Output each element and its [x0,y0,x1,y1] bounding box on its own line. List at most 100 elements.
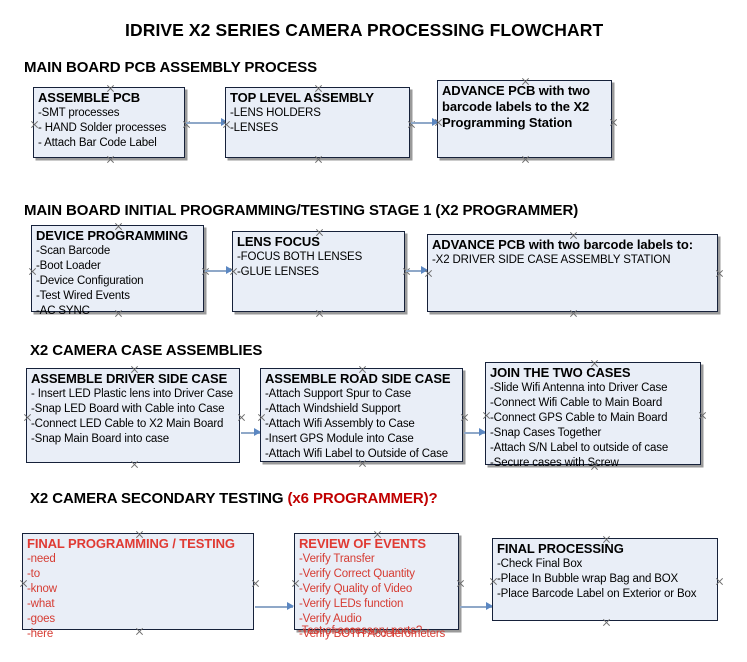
section-heading-text: X2 CAMERA CASE ASSEMBLIES [30,342,263,359]
resize-handle-bottom[interactable] [130,460,139,469]
node-assemble-pcb[interactable]: ASSEMBLE PCB -SMT processes - HAND Solde… [33,87,185,158]
node-title: DEVICE PROGRAMMING [36,228,189,243]
node-line: -Place In Bubble wrap Bag and BOX [497,573,679,585]
resize-handle-right[interactable] [609,118,618,127]
node-advance-pcb-x2-programming-station[interactable]: ADVANCE PCB with two barcode labels to t… [437,80,612,158]
node-line: -here [27,628,54,640]
resize-handle-right[interactable] [456,579,465,588]
node-line: -Device Configuration [36,275,144,287]
connector-assemble-pcb-to-top-level[interactable] [186,122,224,124]
node-assemble-driver-side-case[interactable]: ASSEMBLE DRIVER SIDE CASE - Insert LED P… [26,368,240,463]
node-advance-pcb-driver-side-case[interactable]: ADVANCE PCB with two barcode labels to: … [427,234,718,312]
node-line: -to [27,568,40,580]
connector-lens-focus-to-advance-pcb[interactable] [406,270,428,272]
node-body: ASSEMBLE ROAD SIDE CASE -Attach Support … [265,371,460,462]
resize-handle-bottom[interactable] [314,155,323,164]
node-line: -X2 DRIVER SIDE CASE ASSEMBLY STATION [432,254,671,266]
resize-handle-bottom[interactable] [602,618,611,627]
node-body: DEVICE PROGRAMMING -Scan Barcode -Boot L… [36,228,201,319]
node-line: -Verify LEDs function [299,598,404,610]
resize-handle-right[interactable] [182,120,191,129]
node-line: -know [27,583,57,595]
node-body: FINAL PROCESSING -Check Final Box -Place… [497,541,715,602]
node-title: ASSEMBLE ROAD SIDE CASE [265,371,451,386]
node-review-of-events[interactable]: REVIEW OF EVENTS -Verify Transfer -Verif… [294,533,459,640]
node-title: ASSEMBLE DRIVER SIDE CASE [31,371,228,386]
node-line: -Verify Audio [299,613,362,625]
connector-top-level-to-advance-pcb[interactable] [411,122,438,124]
resize-handle-bottom[interactable] [315,309,324,318]
node-line: -what [27,598,55,610]
section-heading-main-board-initial-programming: MAIN BOARD INITIAL PROGRAMMING/TESTING S… [24,202,578,219]
node-line: -goes [27,613,56,625]
node-line: - HAND Solder processes [38,122,167,134]
node-body: REVIEW OF EVENTS -Verify Transfer -Verif… [299,536,456,642]
node-line: -Slide Wifi Antenna into Driver Case [490,382,668,394]
node-title: FINAL PROCESSING [497,541,624,556]
resize-handle-bottom[interactable] [106,155,115,164]
node-lens-focus[interactable]: LENS FOCUS -FOCUS BOTH LENSES -GLUE LENS… [232,231,405,312]
node-assemble-road-side-case[interactable]: ASSEMBLE ROAD SIDE CASE -Attach Support … [260,368,463,462]
node-line: -Snap LED Board with Cable into Case [31,403,225,415]
section-heading-x2-camera-secondary-testing: X2 CAMERA SECONDARY TESTING (x6 PROGRAMM… [30,490,438,507]
arrowhead-icon [226,266,233,274]
node-line: -GLUE LENSES [237,266,319,278]
node-join-the-two-cases[interactable]: JOIN THE TWO CASES -Slide Wifi Antenna i… [485,362,701,469]
connector-final-programming-to-review-events[interactable] [255,606,293,608]
arrowhead-icon [479,428,486,436]
node-line: -Attach Wifi Assembly to Case [265,418,415,430]
connector-device-programming-to-lens-focus[interactable] [205,270,231,272]
node-final-programming-testing[interactable]: FINAL PROGRAMMING / TESTING -need -to -k… [22,533,254,640]
node-line: -Verify Transfer [299,553,375,565]
arrowhead-icon [221,118,228,126]
node-title: ADVANCE PCB with two barcode labels to t… [442,83,590,130]
resize-handle-bottom[interactable] [521,155,530,164]
connector-road-side-to-join-cases[interactable] [464,432,486,434]
resize-handle-bottom[interactable] [569,309,578,318]
node-line: -Place Barcode Label on Exterior or Box [497,588,697,600]
node-line: -Scan Barcode [36,245,111,257]
node-body: TOP LEVEL ASSEMBLY -LENS HOLDERS -LENSES [230,90,407,136]
node-title: LENS FOCUS [237,234,320,249]
connector-review-events-to-final-processing[interactable] [460,606,492,608]
node-line: -Test Wired Events [36,290,130,302]
arrowhead-icon [432,118,439,126]
node-line: -need [27,553,56,565]
node-overflow-line-review-of-events: -Test of accessory ports? [298,625,423,637]
section-heading-x2-camera-case-assemblies: X2 CAMERA CASE ASSEMBLIES [30,342,262,359]
node-final-processing[interactable]: FINAL PROCESSING -Check Final Box -Place… [492,538,718,621]
node-title: ADVANCE PCB with two barcode labels to: [432,237,693,252]
resize-handle-right[interactable] [715,269,724,278]
section-heading-accent-text: (x6 PROGRAMMER)? [287,490,438,507]
node-line: - Insert LED Plastic lens into Driver Ca… [31,388,234,400]
section-heading-main-board-pcb-assembly: MAIN BOARD PCB ASSEMBLY PROCESS [24,59,317,76]
node-line: -Connect GPS Cable to Main Board [490,412,668,424]
node-body: FINAL PROGRAMMING / TESTING -need -to -k… [27,536,251,642]
resize-handle-right[interactable] [407,120,416,129]
node-line: -Verify Correct Quantity [299,568,415,580]
node-top-level-assembly[interactable]: TOP LEVEL ASSEMBLY -LENS HOLDERS -LENSES [225,87,410,158]
resize-handle-right[interactable] [460,413,469,422]
node-line: -Attach Windshield Support [265,403,401,415]
node-title: ASSEMBLE PCB [38,90,141,105]
connector-driver-side-to-road-side[interactable] [241,432,261,434]
resize-handle-right[interactable] [698,411,707,420]
resize-handle-right[interactable] [237,413,246,422]
node-line: - Attach Bar Code Label [38,137,157,149]
section-heading-text: MAIN BOARD PCB ASSEMBLY PROCESS [24,59,318,76]
node-line: -Boot Loader [36,260,101,272]
arrowhead-icon [254,428,261,436]
node-line: -LENS HOLDERS [230,107,321,119]
resize-handle-right[interactable] [251,579,260,588]
arrowhead-icon [421,266,428,274]
node-line: -Attach Wifi Label to Outside of Case [265,448,449,460]
node-line: -Snap Main Board into case [31,433,170,445]
node-device-programming[interactable]: DEVICE PROGRAMMING -Scan Barcode -Boot L… [31,225,204,317]
node-line: -Attach S/N Label to outside of case [490,442,669,454]
resize-handle-right[interactable] [715,577,724,586]
node-body: ASSEMBLE PCB -SMT processes - HAND Solde… [38,90,182,151]
node-line: -AC SYNC [36,305,90,317]
node-line: -LENSES [230,122,279,134]
section-heading-text: MAIN BOARD INITIAL PROGRAMMING/TESTING S… [24,202,579,219]
